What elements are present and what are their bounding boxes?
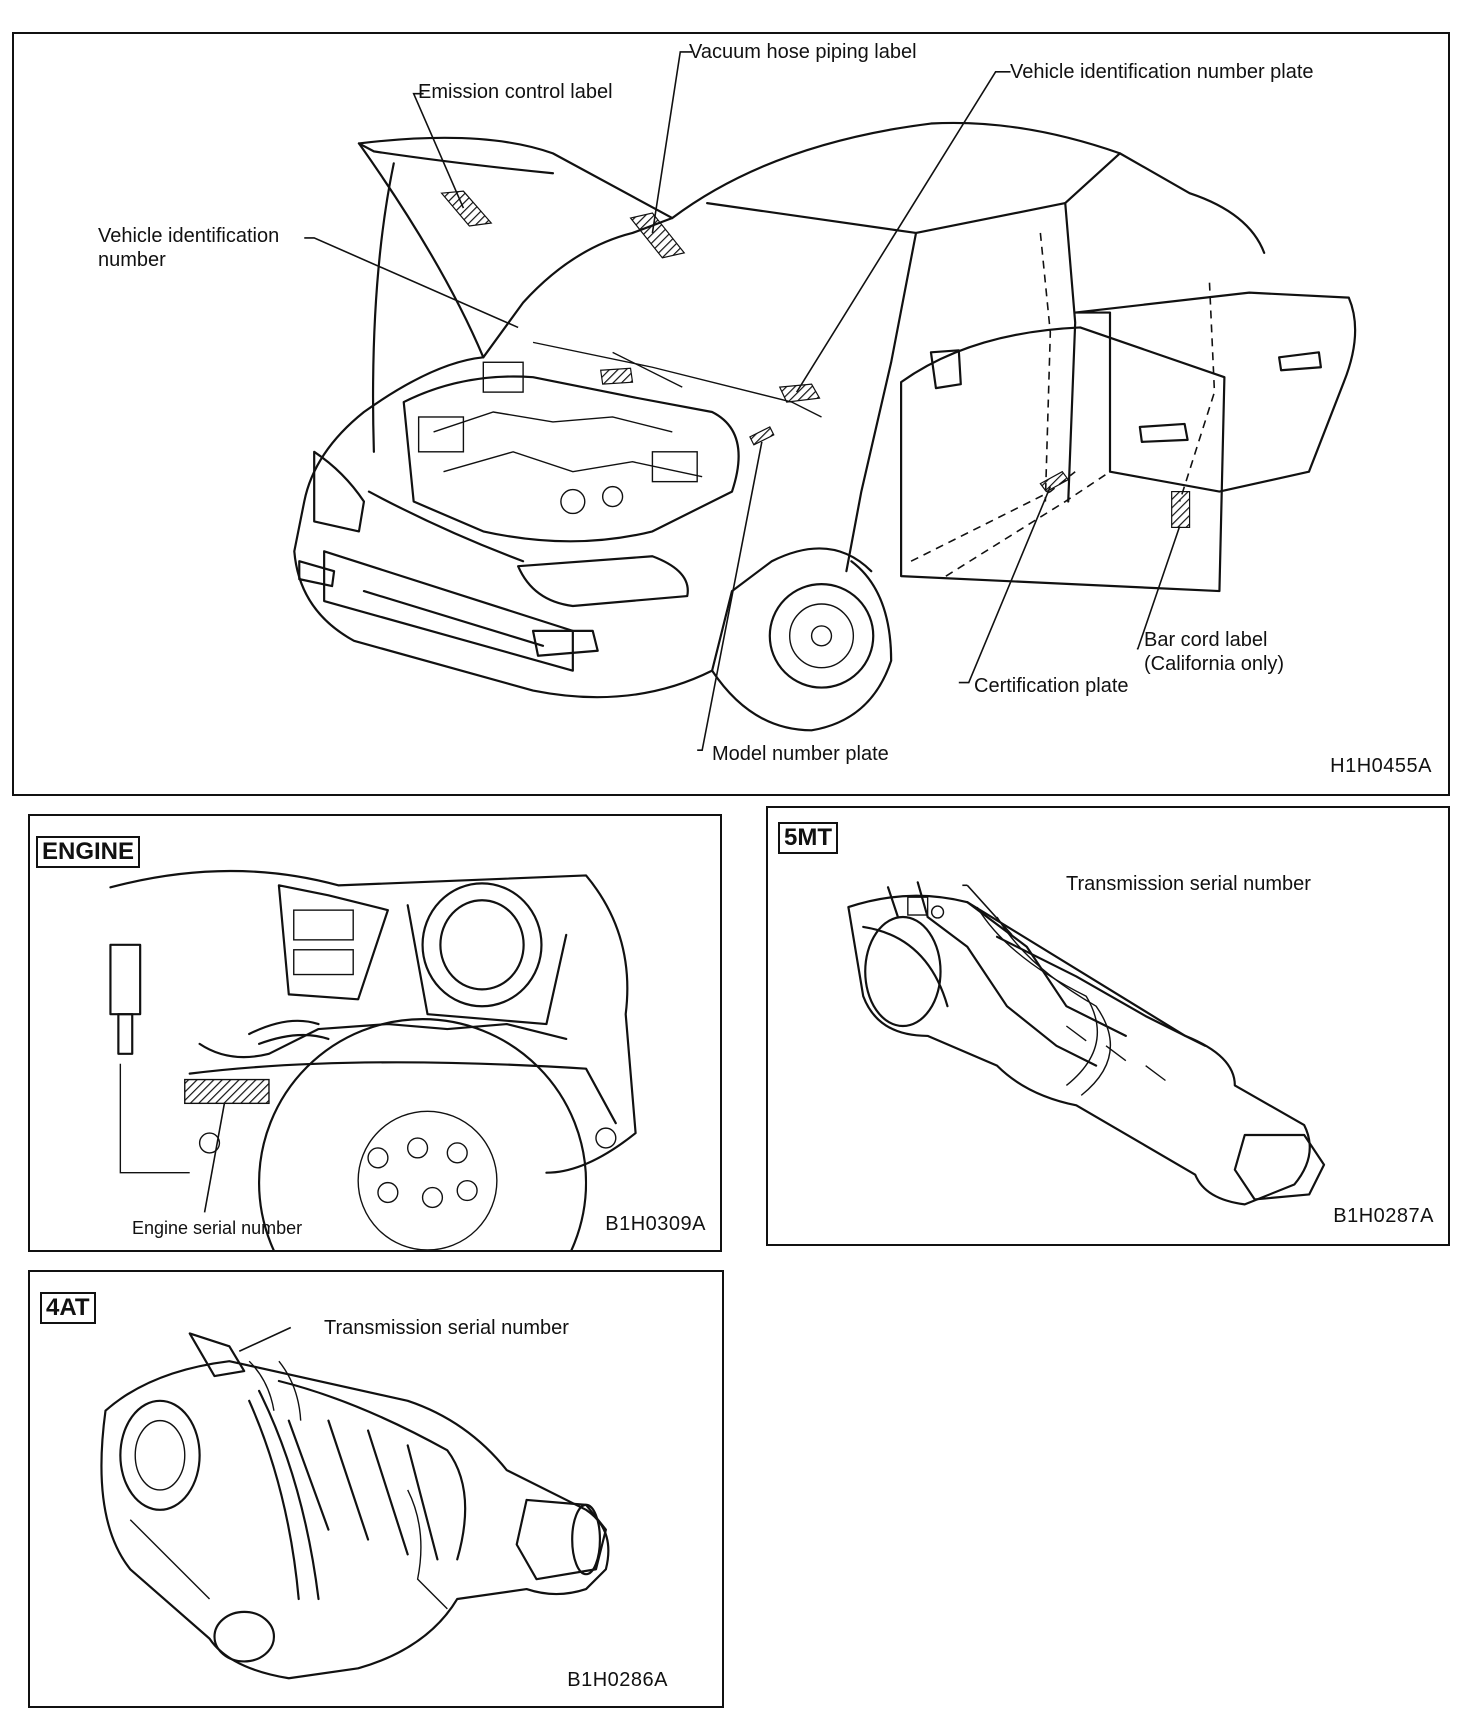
emission-control-label: Emission control label [418,81,613,103]
at-transmission-serial-number-label: Transmission serial number [324,1317,569,1339]
vin-plate-label: Vehicle identification number plate [1010,61,1314,83]
bar-cord-label-line2: (California only) [1144,653,1285,675]
mt-figure-panel: 5MT Transmission serial number B1H0287A [766,806,1450,1246]
engine-drawing [109,869,637,1250]
car-drawing [293,51,1357,752]
at-figure-panel: 4AT Transmission serial number B1H0286A [28,1270,724,1708]
figure-code: H1H0455A [1330,755,1432,777]
engine-tag: ENGINE [36,836,141,868]
car-figure-panel: Emission control label Vacuum hose pipin… [12,32,1450,796]
at-tag: 4AT [40,1292,96,1324]
at-figure-code: B1H0286A [567,1669,668,1691]
engine-figure-panel: ENGINE Engine serial number B1H0309A [28,814,722,1252]
model-number-plate-label: Model number plate [712,743,889,765]
mt-transmission-drawing [847,881,1326,1206]
vin-label-line1: Vehicle identification [98,225,280,247]
at-transmission-drawing [100,1326,610,1680]
certification-plate-label: Certification plate [974,675,1129,697]
mt-transmission-serial-number-label: Transmission serial number [1066,873,1311,895]
vacuum-hose-piping-label: Vacuum hose piping label [689,41,917,63]
mt-figure-code: B1H0287A [1333,1205,1434,1227]
vin-label-line2: number [98,249,166,271]
engine-serial-number-label: Engine serial number [132,1218,303,1238]
bar-cord-label-line1: Bar cord label [1144,629,1268,651]
mt-tag: 5MT [778,822,838,854]
engine-figure-code: B1H0309A [605,1213,706,1235]
